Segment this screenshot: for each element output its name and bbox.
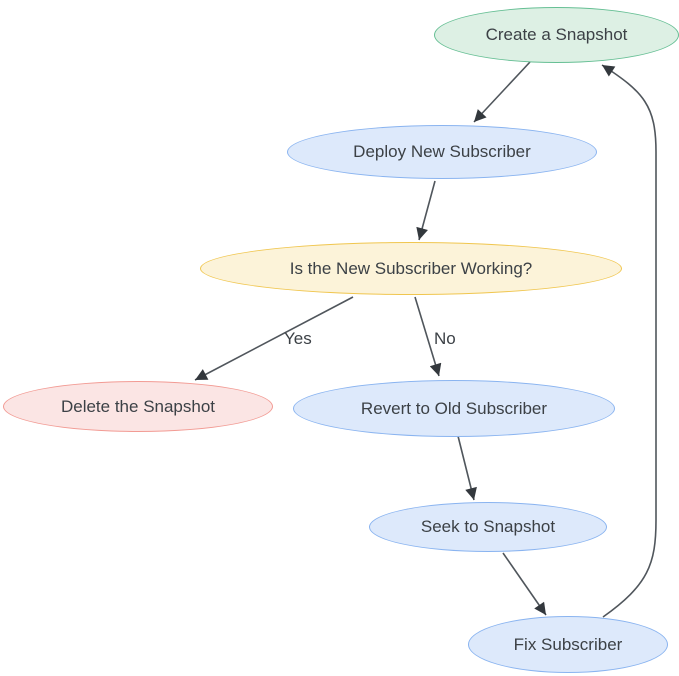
- node-revert-to-old-subscriber: Revert to Old Subscriber: [293, 380, 615, 437]
- edge-deploy-to-working: [416, 180, 436, 241]
- edge-working-to-revert-no: [414, 296, 442, 377]
- node-is-subscriber-working: Is the New Subscriber Working?: [200, 242, 622, 295]
- node-deploy-new-subscriber: Deploy New Subscriber: [287, 125, 597, 179]
- node-label-delete-the-snapshot: Delete the Snapshot: [60, 396, 216, 416]
- node-label-create-a-snapshot: Create a Snapshot: [485, 25, 628, 44]
- node-label-seek-to-snapshot: Seek to Snapshot: [420, 517, 556, 536]
- node-label-fix-subscriber: Fix Subscriber: [513, 634, 623, 654]
- edge-revert-to-seek: [457, 435, 477, 501]
- edge-seek-to-fix: [502, 552, 547, 616]
- node-fix-subscriber: Fix Subscriber: [468, 616, 668, 673]
- edge-label-yes: Yes: [284, 329, 312, 348]
- edge-label-no: No: [434, 329, 456, 348]
- node-seek-to-snapshot: Seek to Snapshot: [369, 502, 607, 552]
- node-label-revert-to-old-subscriber: Revert to Old Subscriber: [360, 398, 548, 418]
- node-create-a-snapshot: Create a Snapshot: [434, 7, 679, 63]
- edge-working-to-delete-yes: [194, 296, 354, 381]
- edge-fix-to-create-loop: [601, 64, 657, 618]
- node-delete-the-snapshot: Delete the Snapshot: [3, 381, 273, 432]
- edge-create-to-deploy: [473, 61, 531, 123]
- node-label-is-subscriber-working: Is the New Subscriber Working?: [289, 258, 533, 278]
- node-label-deploy-new-subscriber: Deploy New Subscriber: [353, 142, 531, 161]
